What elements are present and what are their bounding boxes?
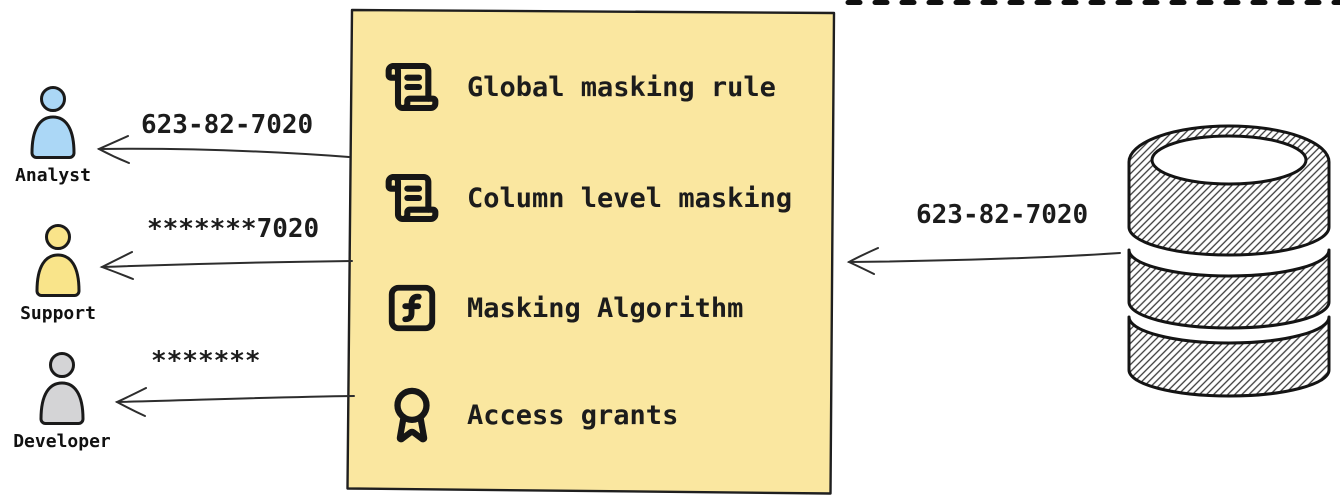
actor-developer: Developer (2, 350, 122, 452)
database-icon (1127, 124, 1331, 398)
box-item-label: Masking Algorithm (467, 292, 744, 324)
arrow-database-to-box (846, 247, 1121, 275)
person-icon (35, 224, 81, 297)
arrow-to-developer (114, 387, 355, 417)
box-item-global-masking-rule: Global masking rule (383, 56, 813, 118)
actor-label: Developer (13, 431, 111, 452)
value-to-developer: ******* (151, 346, 261, 376)
value-to-support: *******7020 (147, 214, 320, 244)
box-item-access-grants: Access grants (383, 384, 813, 446)
actor-analyst: Analyst (0, 84, 113, 186)
arrow-to-support (99, 251, 353, 280)
award-icon (383, 384, 441, 446)
actor-label: Support (20, 303, 96, 324)
value-to-analyst: 623-82-7020 (141, 110, 314, 140)
box-item-label: Global masking rule (467, 71, 776, 103)
scroll-icon (383, 59, 441, 115)
value-from-database: 623-82-7020 (916, 200, 1089, 230)
person-icon (30, 86, 76, 159)
box-item-label: Access grants (467, 399, 679, 431)
function-square-icon (383, 281, 441, 335)
box-item-column-level-masking: Column level masking (383, 167, 813, 229)
masking-box-background (346, 8, 836, 495)
actor-support: Support (0, 222, 118, 324)
person-icon (39, 352, 85, 425)
scroll-icon (383, 170, 441, 226)
box-item-masking-algorithm: Masking Algorithm (383, 277, 813, 339)
actor-label: Analyst (15, 165, 91, 186)
box-item-label: Column level masking (467, 182, 793, 214)
arrow-to-analyst (96, 135, 350, 164)
